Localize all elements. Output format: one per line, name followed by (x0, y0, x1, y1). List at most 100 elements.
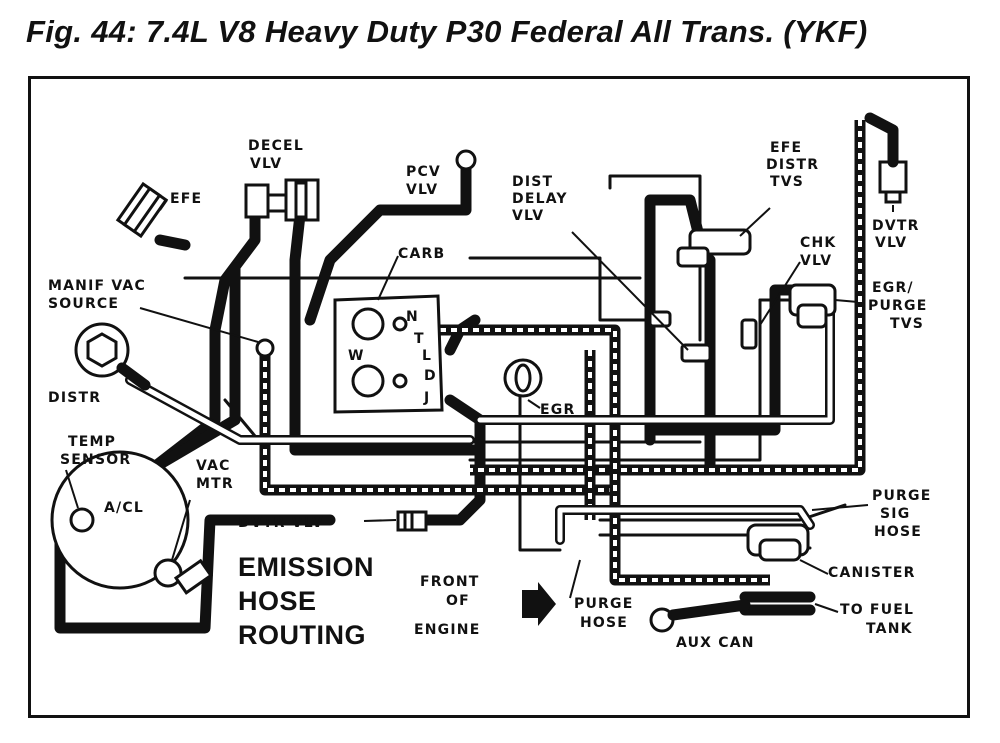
label-aux-can: AUX CAN (676, 635, 755, 651)
distributor (74, 322, 151, 391)
label-efe: EFE (170, 191, 202, 207)
leader-vac-mtr (171, 499, 191, 561)
thin-line-lower-mid (468, 298, 762, 462)
vac-motor (153, 558, 213, 595)
label-vac-mtr-2: MTR (196, 476, 234, 492)
label-pcv-vlv-2: VLV (406, 182, 438, 198)
label-temp-sensor-2: SENSOR (60, 452, 131, 468)
leader-chk (759, 261, 801, 326)
leader-temp (65, 469, 79, 509)
label-front-of-engine-1: FRONT (420, 574, 480, 590)
carb-port-t: T (414, 331, 425, 347)
legend-line-3: ROUTING (238, 620, 366, 650)
carb-port-n: N (406, 309, 419, 325)
egr-purge-tvs (788, 283, 837, 329)
label-temp-sensor-1: TEMP (68, 434, 116, 450)
hose-dvtr-long-inner (470, 120, 862, 472)
label-egr-purge-tvs-2: PURGE (868, 298, 927, 314)
label-purge-hose-2: HOSE (580, 615, 628, 631)
carburetor (333, 294, 444, 414)
carb-port-j: J (423, 390, 430, 406)
label-dist-delay-vlv-1: DIST (512, 174, 553, 190)
label-efe-distr-tvs-3: TVS (770, 174, 804, 190)
thin-line-egr-stem (518, 378, 562, 552)
hose-fuel-tank (739, 591, 816, 616)
dvtr-valve-bottom (396, 510, 428, 532)
manif-vac-source (255, 338, 275, 358)
label-dist-delay-vlv-3: VLV (512, 208, 544, 224)
hose-chk-vlv (644, 284, 806, 436)
label-egr-purge-tvs-1: EGR/ (872, 280, 914, 296)
efe-valve (115, 181, 169, 239)
carb-port-w: W (348, 348, 365, 364)
label-manif-vac-source-2: SOURCE (48, 296, 119, 312)
front-of-engine-arrow-icon (522, 582, 556, 626)
hose-egr-purge-tvs-inner (477, 297, 833, 423)
label-efe-distr-tvs-1: EFE (770, 140, 802, 156)
thin-line-carb-right (468, 256, 662, 322)
thin-line-purge-sig (598, 503, 847, 522)
label-egr: EGR (540, 402, 575, 418)
leader-purge-hose (569, 559, 581, 599)
aux-can (649, 599, 751, 633)
air-cleaner (50, 450, 190, 590)
decel-valve (244, 178, 320, 222)
canister (746, 523, 810, 562)
efe-distr-tvs (676, 228, 752, 268)
leader-manif-vac (139, 307, 259, 343)
dist-delay-valve (648, 310, 712, 363)
hose-distr-line-inner (127, 377, 473, 443)
label-dvtr-vlv-top-2: VLV (875, 235, 907, 251)
hose-efe-left (154, 234, 191, 251)
label-pcv-vlv-1: PCV (406, 164, 441, 180)
leader-purge-sig (811, 504, 869, 511)
leader-efe-distr (739, 207, 771, 237)
leader-dist-delay (571, 231, 689, 351)
label-chk-vlv-2: VLV (800, 253, 832, 269)
legend-line-1: EMISSION (238, 552, 374, 582)
hose-canister-inner (557, 507, 813, 543)
label-dist-delay-vlv-2: DELAY (512, 191, 568, 207)
label-purge-sig-hose-1: PURGE (872, 488, 931, 504)
leader-fuel-tank (814, 603, 839, 613)
hose-decel-right (289, 209, 486, 456)
carb-port-d: D (424, 368, 437, 384)
label-purge-sig-hose-2: SIG (880, 506, 910, 522)
hose-purge-loop-outer (440, 324, 770, 586)
label-front-of-engine-3: ENGINE (414, 622, 480, 638)
leader-canister (799, 559, 829, 575)
diagram-frame (28, 76, 970, 718)
label-to-fuel-tank-2: TANK (866, 621, 913, 637)
egr-valve (503, 358, 543, 398)
dvtr-valve-top (864, 112, 908, 204)
label-purge-hose-1: PURGE (574, 596, 633, 612)
leader-efe (159, 199, 168, 211)
label-manif-vac-source-1: MANIF VAC (48, 278, 146, 294)
chk-valve (740, 318, 758, 350)
label-decel-vlv-2: VLV (250, 156, 282, 172)
label-egr-purge-tvs-3: TVS (890, 316, 924, 332)
temp-sensor (69, 507, 95, 533)
label-dvtr-vlv-bottom: DVTR VLV (238, 515, 324, 531)
label-distr: DISTR (48, 390, 101, 406)
label-a-cl: A/CL (104, 500, 144, 516)
label-front-of-engine-2: OF (446, 593, 470, 609)
label-purge-sig-hose-3: HOSE (874, 524, 922, 540)
hose-purge-loop-inner (440, 328, 770, 582)
pcv-valve (455, 149, 477, 171)
leader-egr-purge (834, 299, 859, 303)
leader-carb (377, 255, 399, 301)
legend-line-2: HOSE (238, 586, 317, 616)
hose-decel-to-aircleaner (54, 209, 336, 634)
label-vac-mtr-1: VAC (196, 458, 231, 474)
leader-dvtr-bottom (363, 519, 397, 522)
label-efe-distr-tvs-2: DISTR (766, 157, 819, 173)
label-canister: CANISTER (828, 565, 916, 581)
carb-port-l: L (422, 348, 432, 364)
label-chk-vlv-1: CHK (800, 235, 836, 251)
label-carb: CARB (398, 246, 445, 262)
leader-egr (527, 399, 541, 409)
label-dvtr-vlv-top-1: DVTR (872, 218, 920, 234)
hose-distr-to-temp (144, 262, 241, 476)
